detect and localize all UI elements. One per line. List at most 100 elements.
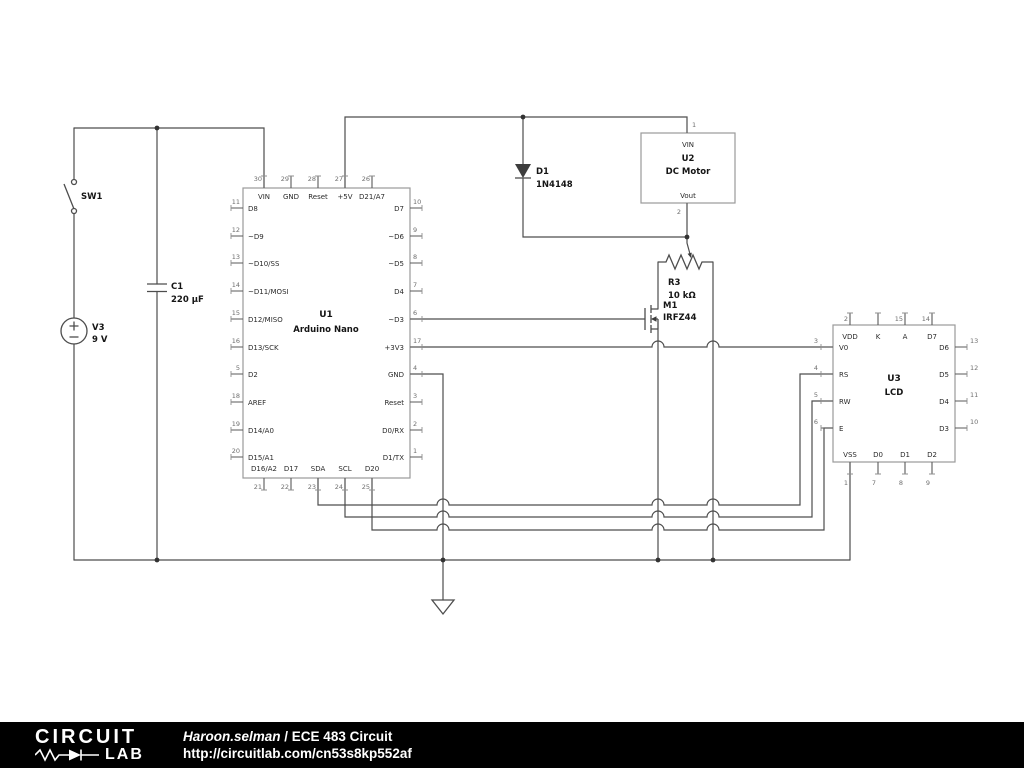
component-ref: SW1 [81, 192, 102, 202]
component-value: 220 µF [171, 295, 204, 305]
component-ref: U3 [887, 374, 901, 384]
mosfet-m1[interactable]: M1 IRFZ44 [644, 301, 697, 333]
pin-number: 19 [232, 420, 240, 428]
logo-circuit-text: CIRCUIT [35, 726, 138, 748]
wire-scl-rw[interactable] [344, 400, 834, 518]
pin-label: +5V [337, 193, 352, 201]
pin-label: Reset [308, 193, 328, 201]
pin-number: 28 [308, 175, 316, 183]
pin-label: ~D3 [388, 316, 404, 324]
lcd-body[interactable] [832, 324, 956, 463]
pin-label: ~D11/MOSI [248, 288, 289, 296]
arduino-pin-stubs [231, 176, 422, 490]
pin-number: 25 [362, 483, 370, 491]
pin-number: 26 [362, 175, 370, 183]
switch-sw1[interactable]: SW1 [63, 178, 102, 215]
pin-label: D4 [939, 398, 949, 406]
pin-label: SCL [338, 465, 351, 473]
wire-gnd-pin[interactable] [409, 373, 444, 601]
circuit-url-link[interactable]: http://circuitlab.com/cn53s8kp552af [183, 746, 412, 761]
pin-label: RS [839, 371, 849, 379]
pin-label: Reset [384, 399, 404, 407]
pin-label: D14/A0 [248, 427, 274, 435]
pin-number: 2 [413, 420, 417, 428]
pin-label: ~D5 [388, 260, 404, 268]
resistor-zigzag[interactable] [658, 253, 713, 271]
pin-number: 15 [895, 315, 903, 323]
wire-sda-rs[interactable] [317, 373, 834, 506]
pin-label: AREF [248, 399, 266, 407]
pin-label: D16/A2 [251, 465, 277, 473]
arduino-body[interactable] [242, 187, 411, 479]
ground-symbol[interactable] [430, 599, 456, 616]
pin-number: 5 [236, 364, 240, 372]
pin-number: 11 [970, 391, 978, 399]
mosfet-body-arrow [651, 316, 657, 322]
footer-meta: Haroon.selman / ECE 483 Circuit http://c… [183, 728, 412, 762]
component-ref: V3 [92, 323, 105, 333]
pin-label: D1 [900, 451, 910, 459]
pin-number: 16 [232, 337, 240, 345]
pin-label: D1/TX [383, 454, 404, 462]
pin-label: GND [388, 371, 404, 379]
logo-lab-text: LAB [105, 746, 144, 763]
pin-label: VSS [843, 451, 857, 459]
junction-dot [710, 557, 716, 563]
motor-body[interactable] [640, 132, 736, 204]
arduino-u1[interactable]: U1 Arduino Nano 30 29 28 27 26 VIN GND R… [230, 175, 423, 491]
pin-label: VIN [258, 193, 270, 201]
component-value: 10 kΩ [668, 291, 696, 301]
junction-dot [520, 114, 526, 120]
mosfet-leads [651, 308, 659, 330]
component-ref: U2 [682, 154, 695, 164]
pin-label: D8 [248, 205, 258, 213]
pin-number: 15 [232, 309, 240, 317]
pin-number: 8 [413, 253, 417, 261]
source-body[interactable] [60, 317, 88, 345]
pin-label: D3 [939, 425, 949, 433]
pin-label: VDD [842, 333, 858, 341]
component-ref: C1 [171, 282, 183, 292]
pin-number: 1 [844, 479, 848, 487]
component-ref: M1 [663, 301, 677, 311]
pin-number: 9 [413, 226, 417, 234]
component-value: 9 V [92, 335, 108, 345]
wire-power-rail-left[interactable] [73, 127, 265, 189]
component-value: 1N4148 [536, 180, 573, 190]
pin-number: 10 [413, 198, 421, 206]
pin-number: 5 [814, 391, 818, 399]
pin-label: D20 [365, 465, 379, 473]
plus-icon [69, 321, 79, 331]
pin-number: 12 [232, 226, 240, 234]
title-separator: / [280, 729, 292, 744]
pin-number: 9 [926, 479, 930, 487]
pin-label: D7 [927, 333, 937, 341]
pin-number: 18 [232, 392, 240, 400]
author-name[interactable]: Haroon.selman [183, 729, 281, 744]
lcd-u3[interactable]: U3 LCD 2 15 14 VDD K A D7 3 4 5 6 V0 RS … [814, 312, 978, 487]
pin-label: V0 [839, 344, 848, 352]
diode-d1[interactable]: D1 1N4148 [515, 164, 573, 190]
diode-triangle [515, 164, 531, 178]
pin-label: D0 [873, 451, 883, 459]
pin-label: Vout [680, 192, 696, 200]
circuitlab-logo[interactable]: CIRCUIT LAB [0, 727, 183, 763]
schematic-canvas: SW1 V3 9 V C1 220 µF D1 1N4148 1 VIN U2 … [60, 114, 979, 616]
pin-number: 14 [232, 281, 240, 289]
pin-number: 20 [232, 447, 240, 455]
component-name: DC Motor [666, 167, 711, 177]
potentiometer-r3[interactable]: R3 10 kΩ [658, 253, 713, 301]
pin-number: 13 [970, 337, 978, 345]
battery-v3[interactable]: V3 9 V [60, 317, 108, 345]
motor-u2[interactable]: 1 VIN U2 DC Motor Vout 2 [640, 117, 736, 216]
wires[interactable] [73, 116, 851, 601]
pin-label: K [876, 333, 881, 341]
wire-d20-e[interactable] [371, 427, 834, 531]
pin-number: 6 [814, 418, 818, 426]
wire-3v3-v0[interactable] [409, 340, 834, 348]
wire-diode-branch[interactable] [522, 116, 688, 238]
capacitor-c1[interactable]: C1 220 µF [147, 282, 204, 305]
wire-pot-wiper[interactable] [686, 236, 691, 255]
ground-triangle [430, 599, 456, 616]
junction-dots [154, 114, 716, 563]
